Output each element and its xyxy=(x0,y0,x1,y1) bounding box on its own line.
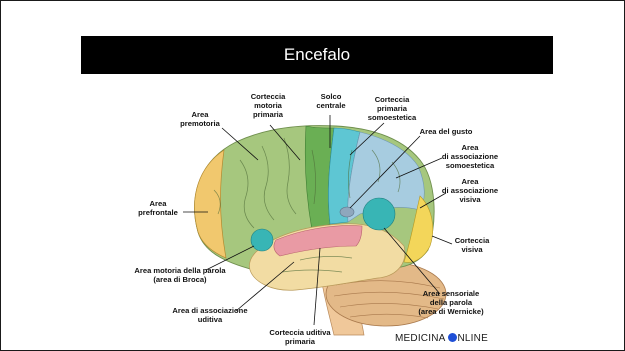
label-line: motoria xyxy=(254,101,283,110)
leader-visiva xyxy=(431,235,453,245)
leader-motoria xyxy=(269,124,301,161)
leader-somato xyxy=(349,122,385,156)
label-line: Area xyxy=(462,177,480,186)
label-line: somoestetica xyxy=(446,161,495,170)
label-motoria: Corteccia motoria primaria xyxy=(251,92,286,119)
leader-assoc-visiva xyxy=(419,192,447,209)
slide-title: Encefalo xyxy=(81,36,553,74)
label-wernicke: Area sensoriale della parola (area di We… xyxy=(418,289,484,316)
label-somato: Corteccia primaria somoestetica xyxy=(368,95,417,122)
label-line: Area xyxy=(192,110,210,119)
auditory-cortex-area xyxy=(273,225,363,257)
brand-dot-icon xyxy=(447,333,457,342)
label-line: visiva xyxy=(461,245,483,254)
leader-wernicke xyxy=(383,227,441,295)
label-line: Area sensoriale xyxy=(423,289,480,298)
label-line: (area di Broca) xyxy=(153,275,207,284)
label-line: della parola xyxy=(430,298,473,307)
label-solco: Solco centrale xyxy=(316,92,345,110)
label-assoc-somo: Area di associazione somoestetica xyxy=(442,143,498,170)
label-line: Corteccia xyxy=(375,95,410,104)
leader-lines xyxy=(183,115,453,326)
label-gusto: Area del gusto xyxy=(420,127,473,136)
leader-uditiva-primaria xyxy=(313,247,321,326)
occipital-area xyxy=(403,195,433,263)
wernicke-area-spot xyxy=(362,197,396,231)
label-line: primaria xyxy=(377,104,408,113)
label-broca: Area motoria della parola (area di Broca… xyxy=(134,266,226,284)
brand-text-right: NLINE xyxy=(457,333,488,344)
label-line: Corteccia xyxy=(455,236,490,245)
label-line: Area di associazione xyxy=(172,306,247,315)
brand-watermark: MEDICINA NLINE xyxy=(395,333,488,344)
label-line: Area xyxy=(150,199,168,208)
label-line: di associazione xyxy=(442,152,498,161)
label-prefrontale: Area prefrontale xyxy=(138,199,178,217)
label-visiva: Corteccia visiva xyxy=(455,236,490,254)
label-uditiva-assoc: Area di associazione uditiva xyxy=(172,306,247,324)
label-assoc-visiva: Area di associazione visiva xyxy=(442,177,498,204)
label-line: di associazione xyxy=(442,186,498,195)
brand-text-left: MEDICINA xyxy=(395,333,446,344)
label-line: somoestetica xyxy=(368,113,417,122)
label-line: visiva xyxy=(459,195,481,204)
taste-area-spot xyxy=(339,206,355,218)
leader-uditiva-assoc xyxy=(235,261,295,312)
leader-broca xyxy=(205,245,255,271)
label-line: (area di Wernicke) xyxy=(418,307,484,316)
label-uditiva-primaria: Corteccia uditiva primaria xyxy=(269,328,331,346)
label-line: primaria xyxy=(253,110,284,119)
label-premotoria: Area premotoria xyxy=(180,110,220,128)
leader-gusto xyxy=(349,135,421,209)
label-line: Corteccia uditiva xyxy=(269,328,331,337)
label-line: Area del gusto xyxy=(420,127,473,136)
broca-area-spot xyxy=(250,228,274,252)
label-line: centrale xyxy=(316,101,345,110)
label-line: primaria xyxy=(285,337,316,346)
label-line: Area motoria della parola xyxy=(134,266,226,275)
leader-assoc-somo xyxy=(395,157,443,179)
label-line: Solco xyxy=(321,92,342,101)
label-line: prefrontale xyxy=(138,208,178,217)
label-line: Area xyxy=(462,143,480,152)
leader-premotoria xyxy=(221,127,259,161)
label-line: premotoria xyxy=(180,119,220,128)
prefrontal-area xyxy=(194,149,227,259)
label-line: uditiva xyxy=(198,315,223,324)
cerebellum-folds xyxy=(333,280,445,319)
label-line: Corteccia xyxy=(251,92,286,101)
